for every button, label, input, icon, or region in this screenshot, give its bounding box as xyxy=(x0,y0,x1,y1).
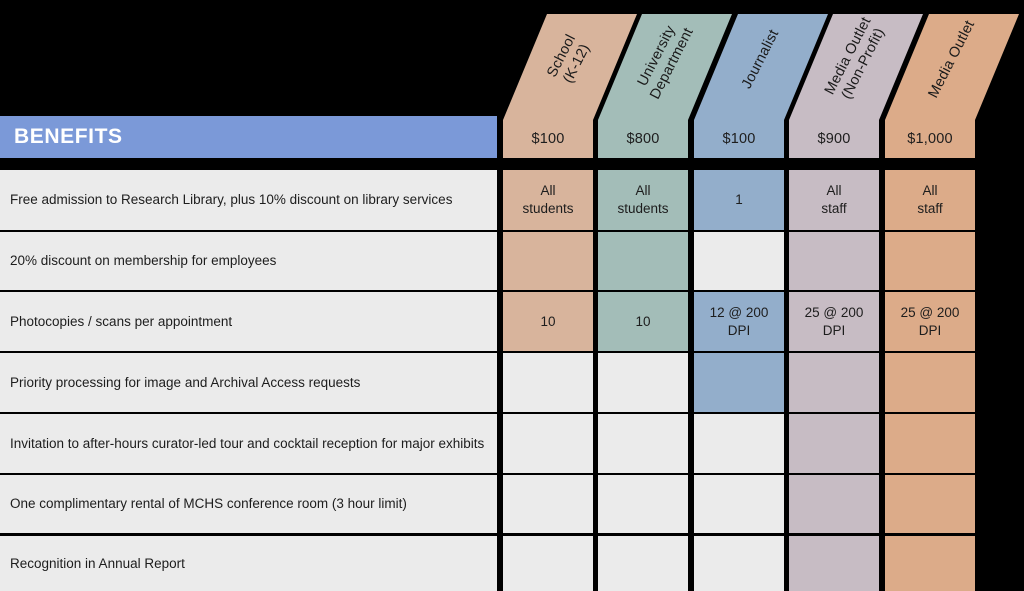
table-cell-school xyxy=(503,475,593,533)
row-label-text: 20% discount on membership for employees xyxy=(10,253,277,269)
column-header-media-outlet[interactable]: Media Outlet$1,000 xyxy=(885,0,1019,158)
column-header-shape xyxy=(503,0,637,158)
table-cell-media-outlet xyxy=(885,353,975,412)
column-header-journalist[interactable]: Journalist$100 xyxy=(694,0,828,158)
benefits-header-bar: BENEFITS xyxy=(0,116,497,158)
table-cell-journalist xyxy=(694,353,784,412)
table-cell-university xyxy=(598,475,688,533)
column-header-university[interactable]: University Department$800 xyxy=(598,0,732,158)
table-cell-school xyxy=(503,414,593,473)
column-header-shape xyxy=(694,0,828,158)
table-cell-media-outlet xyxy=(885,232,975,290)
table-row: Free admission to Research Library, plus… xyxy=(0,170,1024,230)
table-cell-media-outlet xyxy=(885,414,975,473)
column-price-media-outlet: $1,000 xyxy=(907,131,953,147)
row-label-text: Recognition in Annual Report xyxy=(10,555,185,571)
table-cell-journalist xyxy=(694,414,784,473)
column-price-journalist: $100 xyxy=(722,131,756,147)
table-cell-media-outlet xyxy=(885,475,975,533)
column-price-media-non-profit: $900 xyxy=(817,131,851,147)
table-cell-school xyxy=(503,232,593,290)
table-cell-university xyxy=(598,536,688,591)
table-cell-university xyxy=(598,232,688,290)
table-row: Priority processing for image and Archiv… xyxy=(0,353,1024,412)
table-cell-school: All students xyxy=(503,170,593,230)
table-cell-media-non-profit xyxy=(789,414,879,473)
row-label-text: One complimentary rental of MCHS confere… xyxy=(10,496,407,512)
table-cell-media-outlet: 25 @ 200 DPI xyxy=(885,292,975,351)
column-header-media-non-profit[interactable]: Media Outlet (Non-Profit)$900 xyxy=(789,0,923,158)
table-cell-university: 10 xyxy=(598,292,688,351)
table-row: Invitation to after-hours curator-led to… xyxy=(0,414,1024,473)
column-header-shape xyxy=(598,0,732,158)
row-label-text: Invitation to after-hours curator-led to… xyxy=(10,435,485,451)
table-cell-journalist xyxy=(694,536,784,591)
table-cell-school: 10 xyxy=(503,292,593,351)
row-label-cell: 20% discount on membership for employees xyxy=(0,232,497,290)
table-cell-journalist xyxy=(694,232,784,290)
table-cell-journalist: 12 @ 200 DPI xyxy=(694,292,784,351)
table-cell-university xyxy=(598,414,688,473)
table-row: 20% discount on membership for employees xyxy=(0,232,1024,290)
column-price-university: $800 xyxy=(626,131,660,147)
table-cell-journalist: 1 xyxy=(694,170,784,230)
table-cell-media-non-profit xyxy=(789,232,879,290)
row-label-cell: Recognition in Annual Report xyxy=(0,536,497,591)
row-label-cell: Priority processing for image and Archiv… xyxy=(0,353,497,412)
benefits-title: BENEFITS xyxy=(14,125,123,148)
column-price-school: $100 xyxy=(531,131,565,147)
table-row: One complimentary rental of MCHS confere… xyxy=(0,475,1024,533)
table-cell-school xyxy=(503,353,593,412)
table-row: Recognition in Annual Report xyxy=(0,536,1024,591)
table-cell-media-outlet: All staff xyxy=(885,170,975,230)
table-cell-media-non-profit: All staff xyxy=(789,170,879,230)
table-cell-school xyxy=(503,536,593,591)
column-header-shape xyxy=(885,0,1019,158)
table-cell-media-non-profit: 25 @ 200 DPI xyxy=(789,292,879,351)
table-cell-university xyxy=(598,353,688,412)
column-header-school[interactable]: School (K-12)$100 xyxy=(503,0,637,158)
table-cell-media-non-profit xyxy=(789,475,879,533)
row-label-text: Priority processing for image and Archiv… xyxy=(10,374,361,390)
column-header-shape xyxy=(789,0,923,158)
table-cell-media-non-profit xyxy=(789,353,879,412)
row-label-cell: Photocopies / scans per appointment xyxy=(0,292,497,351)
table-cell-media-outlet xyxy=(885,536,975,591)
row-label-cell: Free admission to Research Library, plus… xyxy=(0,170,497,230)
row-label-cell: One complimentary rental of MCHS confere… xyxy=(0,475,497,533)
table-cell-university: All students xyxy=(598,170,688,230)
row-label-text: Photocopies / scans per appointment xyxy=(10,313,233,329)
table-cell-media-non-profit xyxy=(789,536,879,591)
row-label-cell: Invitation to after-hours curator-led to… xyxy=(0,414,497,473)
table-cell-journalist xyxy=(694,475,784,533)
row-label-text: Free admission to Research Library, plus… xyxy=(10,192,453,208)
